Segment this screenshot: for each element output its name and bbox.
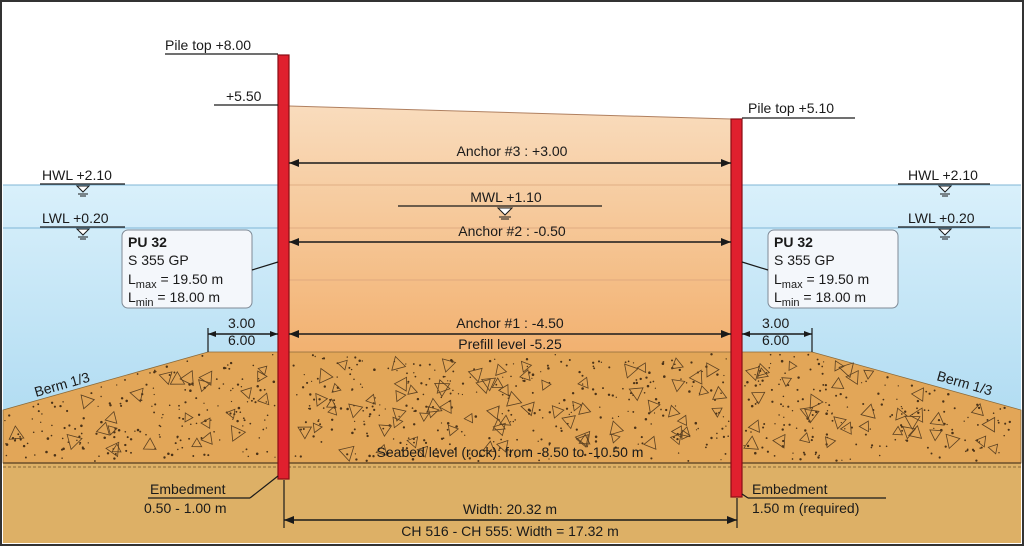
left-lwl-label: LWL +0.20 [42, 210, 109, 226]
rock-layer [3, 463, 1021, 543]
left-berm-dimension [207, 328, 278, 352]
right-hwl-label: HWL +2.10 [908, 167, 978, 183]
right-embedment-label: Embedment [752, 481, 828, 497]
right-profile-box: PU 32 S 355 GP Lmax = 19.50 m Lmin = 18.… [741, 229, 899, 309]
left-pile-top-label: Pile top +8.00 [165, 37, 251, 53]
right-lmin: Lmin = 18.00 m [774, 289, 866, 309]
left-berm-top-width: 3.00 [228, 315, 255, 331]
anchor1-line [289, 330, 731, 338]
left-steel-grade: S 355 GP [128, 252, 189, 268]
right-berm-dimension [742, 328, 813, 352]
left-profile-box: PU 32 S 355 GP Lmax = 19.50 m Lmin = 18.… [121, 229, 279, 309]
anchor3-label: Anchor #3 : +3.00 [457, 143, 568, 159]
right-lmax: Lmax = 19.50 m [774, 271, 869, 291]
left-embedment-value: 0.50 - 1.00 m [144, 500, 227, 516]
left-hwl-label: HWL +2.10 [42, 167, 112, 183]
anchor2-line [289, 238, 731, 246]
left-lmax: Lmax = 19.50 m [128, 271, 223, 291]
right-lwl-water-icon [937, 228, 953, 240]
mwl-label: MWL +1.10 [470, 189, 542, 205]
width-dimension [283, 480, 738, 528]
width-ch-label: CH 516 - CH 555: Width = 17.32 m [401, 523, 619, 539]
right-embedment-value: 1.50 m (required) [752, 500, 859, 516]
right-hwl-water-icon [937, 185, 953, 197]
right-berm-bottom-width: 6.00 [762, 332, 789, 348]
left-sheet-pile [277, 54, 290, 480]
left-fill-level-label: +5.50 [226, 88, 262, 104]
right-profile-name: PU 32 [774, 234, 813, 250]
left-berm-bottom-width: 6.00 [228, 332, 255, 348]
left-hwl-water-icon [75, 185, 91, 197]
right-sheet-pile [730, 118, 743, 498]
fill-surface [288, 105, 732, 120]
right-steel-grade: S 355 GP [774, 252, 835, 268]
anchor1-label: Anchor #1 : -4.50 [456, 315, 564, 331]
left-lmin: Lmin = 18.00 m [128, 289, 220, 309]
left-embedment-leader [249, 475, 279, 499]
left-lwl-water-icon [75, 228, 91, 240]
width-label: Width: 20.32 m [463, 501, 557, 517]
mound-texture [4, 353, 1011, 463]
right-embedment-leader [741, 493, 749, 499]
mwl-water-icon [496, 207, 514, 220]
prefill-label: Prefill level -5.25 [458, 336, 562, 352]
right-berm-top-width: 3.00 [762, 315, 789, 331]
right-lwl-label: LWL +0.20 [908, 210, 975, 226]
left-profile-name: PU 32 [128, 234, 167, 250]
backfill-zone [289, 106, 731, 352]
right-pile-top-label: Pile top +5.10 [748, 100, 834, 116]
seabed-label: Seabed level (rock): from -8.50 to -10.5… [377, 444, 644, 460]
anchor2-label: Anchor #2 : -0.50 [458, 223, 566, 239]
anchor3-line [289, 159, 731, 167]
left-embedment-label: Embedment [150, 481, 226, 497]
